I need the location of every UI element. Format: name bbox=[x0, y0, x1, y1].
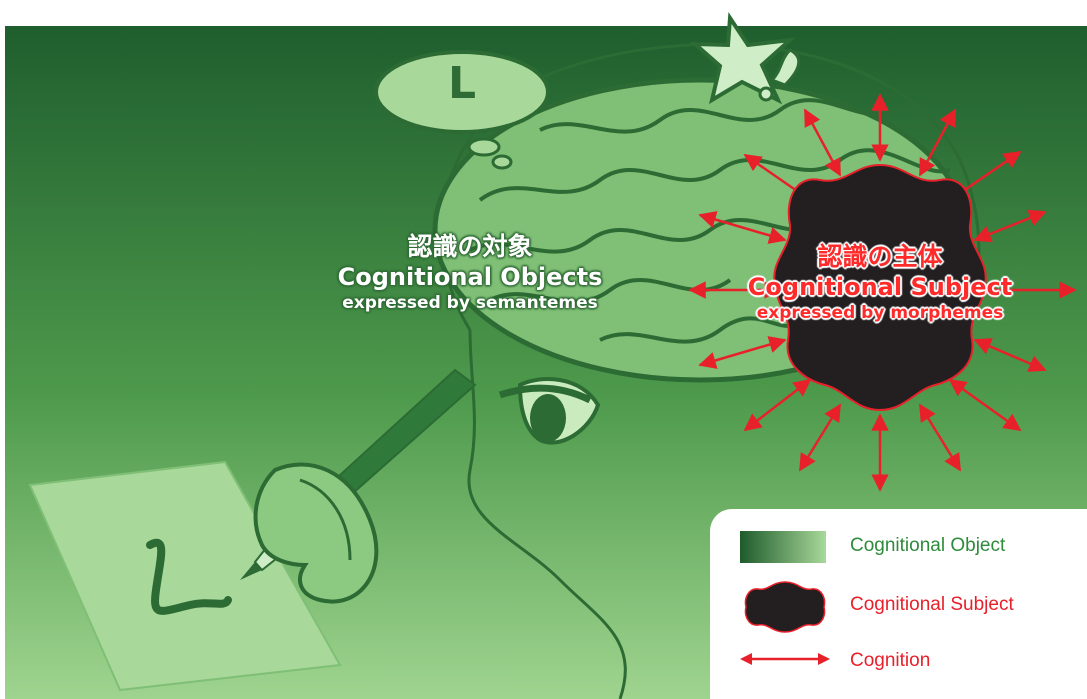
subject-english: Cognitional Subject bbox=[747, 273, 1013, 301]
paper-sheet bbox=[28, 460, 342, 692]
cognition-arrow bbox=[918, 108, 957, 177]
eye bbox=[498, 377, 601, 445]
cognition-arrow bbox=[973, 209, 1047, 243]
legend-label-cognition: Cognition bbox=[850, 650, 931, 671]
legend: Cognitional Object Cognitional Subject C… bbox=[710, 509, 1087, 699]
cognition-arrow bbox=[698, 211, 787, 244]
cognitional-objects-label: 認識の対象 Cognitional Objects expressed by s… bbox=[300, 232, 640, 314]
hand bbox=[253, 462, 379, 604]
objects-subtitle: expressed by semantemes bbox=[342, 293, 598, 313]
cognition-arrow bbox=[803, 108, 842, 177]
legend-label-subject: Cognitional Subject bbox=[850, 594, 1014, 615]
exclamation-star-icon bbox=[689, 12, 801, 105]
cognition-arrow bbox=[698, 336, 787, 369]
thought-letter: L bbox=[447, 58, 477, 109]
subject-japanese: 認識の主体 bbox=[817, 242, 943, 271]
cognition-arrow bbox=[798, 403, 842, 472]
cognition-arrow bbox=[918, 403, 962, 472]
cognition-arrow bbox=[948, 378, 1022, 432]
legend-object-swatch bbox=[740, 531, 826, 563]
cognition-arrow bbox=[973, 338, 1047, 372]
legend-subject-swatch bbox=[744, 581, 826, 633]
cognition-arrow bbox=[743, 378, 812, 432]
legend-cognition-arrow-icon bbox=[740, 653, 830, 665]
cognition-arrows bbox=[688, 93, 1077, 492]
legend-label-object: Cognitional Object bbox=[850, 535, 1006, 556]
objects-japanese: 認識の対象 bbox=[407, 232, 533, 261]
subject-subtitle: expressed by morphemes bbox=[756, 303, 1004, 323]
cognitional-subject-shape bbox=[773, 163, 987, 412]
cognitional-subject-label: 認識の主体 Cognitional Subject expressed by m… bbox=[680, 242, 1080, 324]
thought-bubble bbox=[374, 50, 550, 170]
objects-english: Cognitional Objects bbox=[337, 263, 603, 291]
